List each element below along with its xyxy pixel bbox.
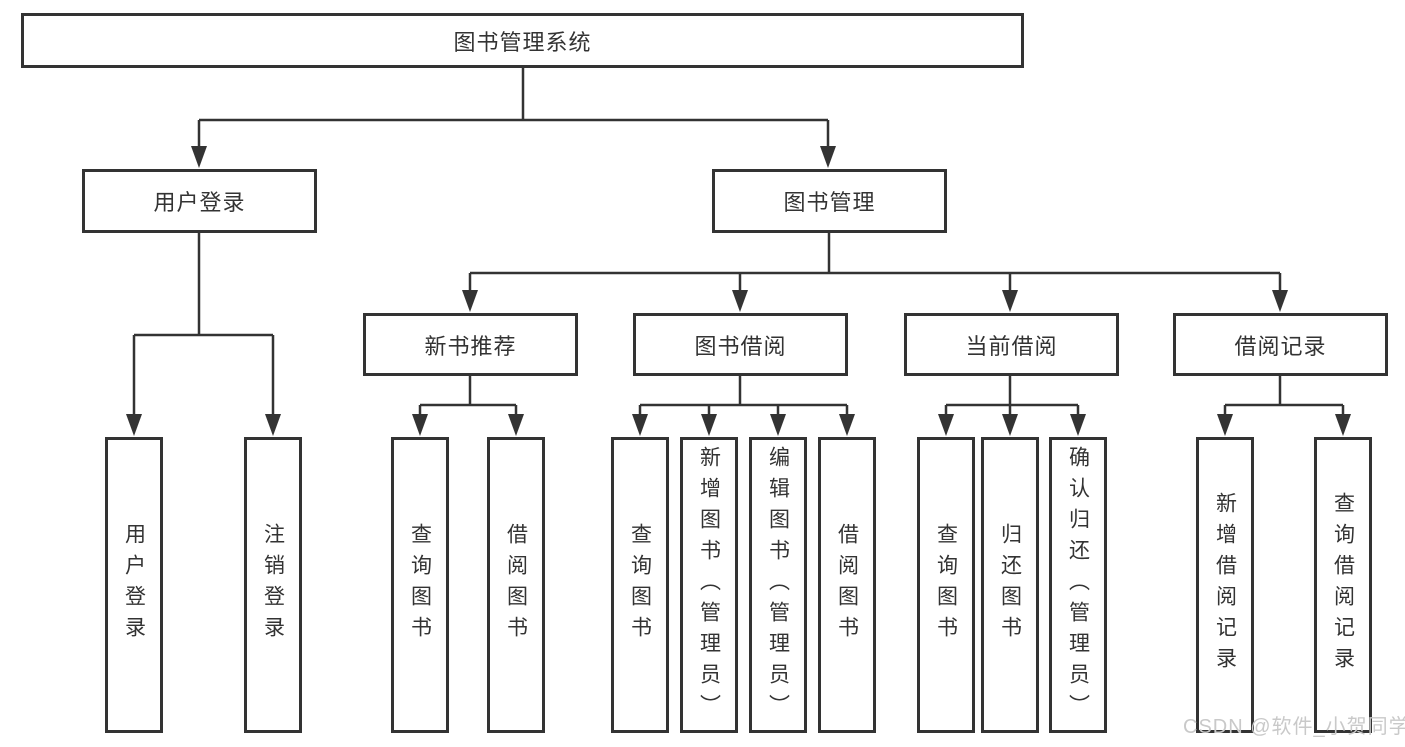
leaf-edit-book-admin: 编辑图书（管理员） — [749, 437, 807, 733]
node-book-borrowing-label: 图书借阅 — [694, 333, 787, 359]
leaf-user-login-label: 用户登录 — [122, 523, 146, 647]
node-book-management: 图书管理 — [712, 169, 947, 233]
leaf-return-book-label: 归还图书 — [998, 523, 1022, 647]
leaf-query-books-borrow: 查询图书 — [611, 437, 669, 733]
leaf-edit-book-admin-label: 编辑图书（管理员） — [766, 445, 790, 725]
arrowhead-leaf-11 — [1070, 414, 1086, 436]
arrowhead-leaf-9 — [938, 414, 954, 436]
leaf-query-books-recommend-label: 查询图书 — [408, 523, 432, 647]
leaf-confirm-return-admin-label: 确认归还（管理员） — [1066, 445, 1090, 725]
leaf-borrow-books-recommend: 借阅图书 — [487, 437, 545, 733]
node-book-management-label: 图书管理 — [783, 190, 876, 215]
node-new-book-recommend-label: 新书推荐 — [424, 333, 517, 359]
leaf-borrow-books-recommend-label: 借阅图书 — [504, 523, 528, 647]
node-current-borrowing: 当前借阅 — [904, 313, 1119, 376]
leaf-borrow-books-borrow: 借阅图书 — [818, 437, 876, 733]
csdn-watermark: CSDN @软件_小贺同学 — [1183, 716, 1405, 738]
leaf-borrow-books-borrow-label: 借阅图书 — [835, 523, 859, 647]
leaf-query-books-recommend: 查询图书 — [391, 437, 449, 733]
arrowhead-leaf-8 — [839, 414, 855, 436]
arrowhead-user-login — [191, 146, 207, 168]
arrowhead-leaf-10 — [1002, 414, 1018, 436]
leaf-query-books-borrow-label: 查询图书 — [628, 523, 652, 647]
arrowhead-leaf-logout — [265, 414, 281, 436]
leaf-query-books-current-label: 查询图书 — [934, 523, 958, 647]
arrowhead-leaf-5 — [632, 414, 648, 436]
arrowhead-sect-current — [1002, 290, 1018, 312]
leaf-add-borrow-record: 新增借阅记录 — [1196, 437, 1254, 733]
leaf-add-borrow-record-label: 新增借阅记录 — [1213, 492, 1237, 678]
node-user-login: 用户登录 — [82, 169, 317, 233]
arrowhead-leaf-3 — [412, 414, 428, 436]
leaf-logout: 注销登录 — [244, 437, 302, 733]
arrowhead-sect-recommend — [462, 290, 478, 312]
node-root-library-system: 图书管理系统 — [21, 13, 1024, 68]
arrowhead-book-management — [820, 146, 836, 168]
arrowhead-leaf-6 — [701, 414, 717, 436]
node-borrowing-records-label: 借阅记录 — [1234, 333, 1327, 359]
leaf-query-borrow-record: 查询借阅记录 — [1314, 437, 1372, 733]
node-user-login-label: 用户登录 — [153, 190, 246, 215]
node-borrowing-records: 借阅记录 — [1173, 313, 1388, 376]
arrowhead-leaf-login — [126, 414, 142, 436]
arrowhead-leaf-13 — [1335, 414, 1351, 436]
node-book-borrowing: 图书借阅 — [633, 313, 848, 376]
node-new-book-recommend: 新书推荐 — [363, 313, 578, 376]
leaf-user-login: 用户登录 — [105, 437, 163, 733]
leaf-query-books-current: 查询图书 — [917, 437, 975, 733]
arrowhead-leaf-12 — [1217, 414, 1233, 436]
leaf-query-borrow-record-label: 查询借阅记录 — [1331, 492, 1355, 678]
arrowhead-sect-records — [1272, 290, 1288, 312]
node-root-label: 图书管理系统 — [453, 29, 592, 55]
arrowhead-leaf-7 — [770, 414, 786, 436]
leaf-confirm-return-admin: 确认归还（管理员） — [1049, 437, 1107, 733]
leaf-return-book: 归还图书 — [981, 437, 1039, 733]
leaf-logout-label: 注销登录 — [261, 523, 285, 647]
arrowhead-leaf-4 — [508, 414, 524, 436]
leaf-add-book-admin: 新增图书（管理员） — [680, 437, 738, 733]
node-current-borrowing-label: 当前借阅 — [965, 333, 1058, 359]
leaf-add-book-admin-label: 新增图书（管理员） — [697, 445, 721, 725]
arrowhead-sect-borrow — [732, 290, 748, 312]
